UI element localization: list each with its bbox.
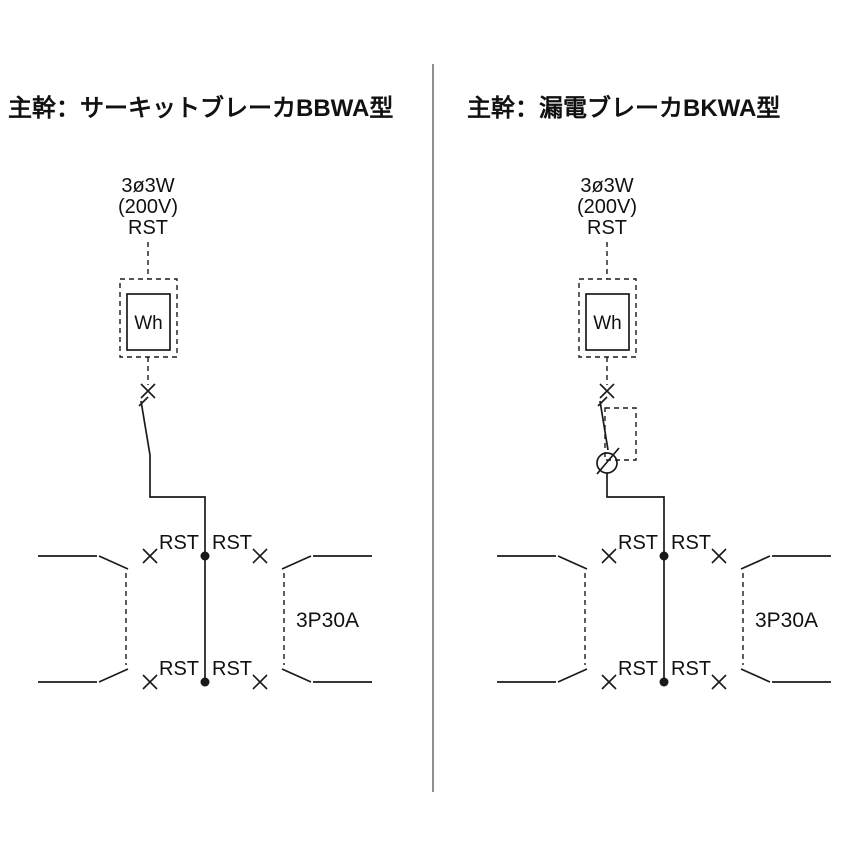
branch-label-left: RST xyxy=(159,658,199,680)
main-breaker xyxy=(138,396,151,456)
branch-blade-left xyxy=(98,668,129,683)
branch-label-left: RST xyxy=(618,658,658,680)
branch-blade-right xyxy=(740,555,771,570)
junction-dot xyxy=(200,551,210,561)
branch-blade-left xyxy=(98,555,129,570)
branch-label-left: RST xyxy=(159,532,199,554)
branch-label-right: RST xyxy=(671,532,711,554)
watt-hour-meter: Wh xyxy=(119,278,178,358)
main-feed-line xyxy=(606,473,665,556)
panel-title: 主幹：サーキットブレーカBBWA型 xyxy=(8,94,393,122)
supply-phases-label: RST xyxy=(587,217,627,239)
supply-voltage-label: (200V) xyxy=(577,196,637,218)
branch-rating-label: 3P30A xyxy=(296,609,359,632)
main-cross-mark xyxy=(599,383,615,399)
branch-cross-mark xyxy=(252,674,268,690)
supply-voltage-label: (200V) xyxy=(118,196,178,218)
branch-row: RST RST xyxy=(497,532,831,570)
branch-cross-mark xyxy=(601,674,617,690)
meter-label: Wh xyxy=(134,313,163,334)
meter-box xyxy=(585,293,630,351)
junction-dot xyxy=(200,677,210,687)
breaker-contact-tick xyxy=(597,396,608,407)
branch-cross-mark xyxy=(711,674,727,690)
main-feed-line xyxy=(149,455,206,556)
panel-circuit-breaker: 主幹：サーキットブレーカBBWA型 3ø3W (200V) RST Wh RS xyxy=(8,94,393,690)
elb-sensor-arrow xyxy=(596,447,620,475)
branch-rating-label: 3P30A xyxy=(755,609,818,632)
main-breaker-blade xyxy=(140,400,151,456)
supply-phase-label: 3ø3W xyxy=(580,175,633,197)
junction-dot xyxy=(659,551,669,561)
branch-blade-right xyxy=(281,668,312,683)
branch-row: RST RST xyxy=(38,658,372,690)
watt-hour-meter: Wh xyxy=(578,278,637,358)
junction-dot xyxy=(659,677,669,687)
panel-title: 主幹：漏電ブレーカBKWA型 xyxy=(467,94,780,122)
branch-label-right: RST xyxy=(212,532,252,554)
branch-label-right: RST xyxy=(212,658,252,680)
meter-label: Wh xyxy=(593,313,622,334)
main-cross-mark xyxy=(140,383,156,399)
supply-label: 3ø3W (200V) RST xyxy=(577,175,637,239)
branch-cross-mark xyxy=(142,674,158,690)
branch-blade-left xyxy=(557,555,588,570)
branch-blade-right xyxy=(281,555,312,570)
branch-cross-mark xyxy=(252,548,268,564)
branch-blade-right xyxy=(740,668,771,683)
branch-cross-mark xyxy=(601,548,617,564)
main-breaker xyxy=(597,396,609,451)
branch-row: RST RST xyxy=(38,532,372,570)
branch-label-left: RST xyxy=(618,532,658,554)
branch-cross-mark xyxy=(711,548,727,564)
branch-row: RST RST xyxy=(497,658,831,690)
branch-label-right: RST xyxy=(671,658,711,680)
supply-phases-label: RST xyxy=(128,217,168,239)
branch-cross-mark xyxy=(142,548,158,564)
meter-box xyxy=(126,293,171,351)
elb-linkage-box xyxy=(604,407,637,461)
supply-phase-label: 3ø3W xyxy=(121,175,174,197)
panel-earth-leakage-breaker: 主幹：漏電ブレーカBKWA型 3ø3W (200V) RST Wh xyxy=(467,94,831,690)
supply-label: 3ø3W (200V) RST xyxy=(118,175,178,239)
breaker-contact-tick xyxy=(138,396,149,407)
branch-blade-left xyxy=(557,668,588,683)
main-breaker-blade xyxy=(599,400,609,451)
